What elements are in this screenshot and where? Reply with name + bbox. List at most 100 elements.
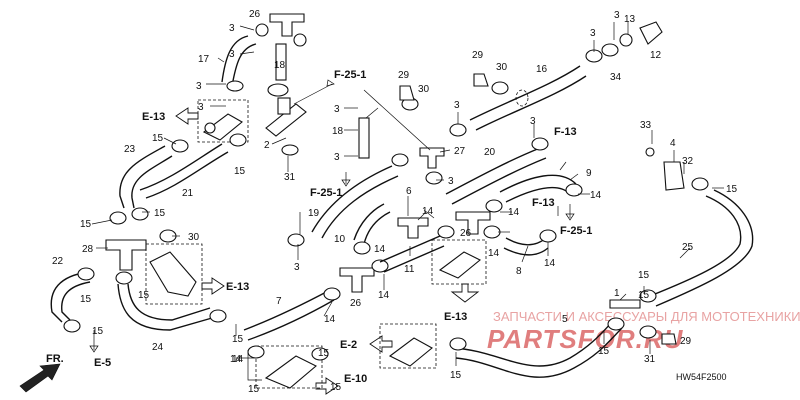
callout-15: 15 xyxy=(726,184,738,195)
callout-14: 14 xyxy=(544,258,556,269)
callout-14: 14 xyxy=(508,207,520,218)
callout-22: 22 xyxy=(52,256,64,267)
ref-e-13: E-13 xyxy=(226,281,249,293)
callout-34: 34 xyxy=(610,72,622,83)
callout-3: 3 xyxy=(196,81,202,92)
ref-e-2: E-2 xyxy=(340,339,357,351)
ref-f-25-1: F-25-1 xyxy=(334,69,366,81)
hose-23-21 xyxy=(119,143,229,209)
ref-e-5: E-5 xyxy=(94,357,111,369)
callout-15: 15 xyxy=(450,370,462,381)
callout-31: 31 xyxy=(644,354,656,365)
ref-f-13: F-13 xyxy=(554,126,577,138)
tee-28 xyxy=(105,229,177,271)
fitting-27 xyxy=(399,85,445,185)
ref-f-25-1: F-25-1 xyxy=(310,187,342,199)
valve-12 xyxy=(639,21,663,45)
callout-13: 13 xyxy=(624,14,636,25)
hose-10 xyxy=(353,203,391,255)
callout-3: 3 xyxy=(448,176,454,187)
callout-25: 25 xyxy=(682,242,694,253)
callout-14: 14 xyxy=(378,290,390,301)
fitting-26-top xyxy=(255,13,307,47)
callout-1: 1 xyxy=(614,288,620,299)
callout-3: 3 xyxy=(229,23,235,34)
tee-26-mid xyxy=(339,259,389,293)
callout-29: 29 xyxy=(680,336,692,347)
callout-6: 6 xyxy=(406,186,412,197)
callout-11: 11 xyxy=(404,264,415,275)
callout-5: 5 xyxy=(562,314,568,325)
fitting-6 xyxy=(397,217,429,239)
ref-e-13: E-13 xyxy=(444,311,467,323)
callout-15: 15 xyxy=(248,384,260,395)
callout-4: 4 xyxy=(670,138,676,149)
hose-24 xyxy=(115,271,227,331)
watermark-text: ЗАПЧАСТИ И АКСЕССУАРЫ ДЛЯ МОТОТЕХНИКИ xyxy=(493,309,800,324)
callout-14: 14 xyxy=(232,354,244,365)
front-arrow xyxy=(19,363,61,393)
callout-16: 16 xyxy=(536,64,548,75)
callout-15: 15 xyxy=(154,208,166,219)
callout-24: 24 xyxy=(152,342,164,353)
callout-15: 15 xyxy=(232,334,244,345)
hose-18-mid xyxy=(358,117,370,159)
hose-8 xyxy=(503,229,557,256)
callout-17: 17 xyxy=(198,54,210,65)
callout-14: 14 xyxy=(590,190,602,201)
callout-15: 15 xyxy=(330,382,342,393)
e2-assembly-box xyxy=(379,323,437,369)
callout-15: 15 xyxy=(80,294,92,305)
callout-18: 18 xyxy=(332,126,344,137)
e13-center-box xyxy=(431,225,487,285)
callout-2: 2 xyxy=(264,140,270,151)
callout-28: 28 xyxy=(82,244,94,255)
ref-e-10: E-10 xyxy=(344,373,367,385)
callout-3: 3 xyxy=(198,102,204,113)
clamps-15-left xyxy=(109,133,247,225)
callout-7: 7 xyxy=(276,296,282,307)
clamp-3-pair xyxy=(226,80,289,97)
diagram-code: HW54F2500 xyxy=(676,372,727,382)
callout-27: 27 xyxy=(454,146,466,157)
callout-3: 3 xyxy=(294,262,300,273)
callout-3: 3 xyxy=(229,49,235,60)
callout-29: 29 xyxy=(398,70,410,81)
reference-labels: F-25-1 E-13 F-25-1 F-13 F-13 F-25-1 E-13… xyxy=(94,69,592,385)
callout-12: 12 xyxy=(650,50,662,61)
front-label: FR. xyxy=(46,353,64,365)
callout-23: 23 xyxy=(124,144,136,155)
part-4-bracket xyxy=(645,147,709,191)
callout-15: 15 xyxy=(138,290,150,301)
hose-9 xyxy=(499,174,583,203)
callout-32: 32 xyxy=(682,156,694,167)
callout-3: 3 xyxy=(334,104,340,115)
callout-21: 21 xyxy=(182,188,194,199)
leader-lines xyxy=(91,22,724,366)
callout-14: 14 xyxy=(422,206,434,217)
callout-15: 15 xyxy=(638,290,650,301)
callout-3: 3 xyxy=(454,100,460,111)
hose-20 xyxy=(445,137,549,205)
valve-2 xyxy=(265,97,307,156)
callout-14: 14 xyxy=(488,248,500,259)
hose-19 xyxy=(287,153,409,247)
e13-assembly-box xyxy=(197,99,249,143)
hose-16 xyxy=(469,65,587,131)
callout-26: 26 xyxy=(460,228,472,239)
callout-26: 26 xyxy=(350,298,362,309)
callout-14: 14 xyxy=(230,354,242,365)
callout-3: 3 xyxy=(590,28,596,39)
callout-3: 3 xyxy=(530,116,536,127)
hose-17 xyxy=(221,35,257,87)
ref-e-13: E-13 xyxy=(142,111,165,123)
callout-30: 30 xyxy=(496,62,508,73)
callout-20: 20 xyxy=(484,147,496,158)
hose-18-top xyxy=(275,43,287,81)
callout-31: 31 xyxy=(284,172,296,183)
callout-15: 15 xyxy=(318,348,330,359)
callout-14: 14 xyxy=(324,314,336,325)
hose-5 xyxy=(449,317,677,378)
callout-numbers: 26 3 3 17 18 3 3 2 31 23 15 15 21 15 15 … xyxy=(52,9,738,395)
